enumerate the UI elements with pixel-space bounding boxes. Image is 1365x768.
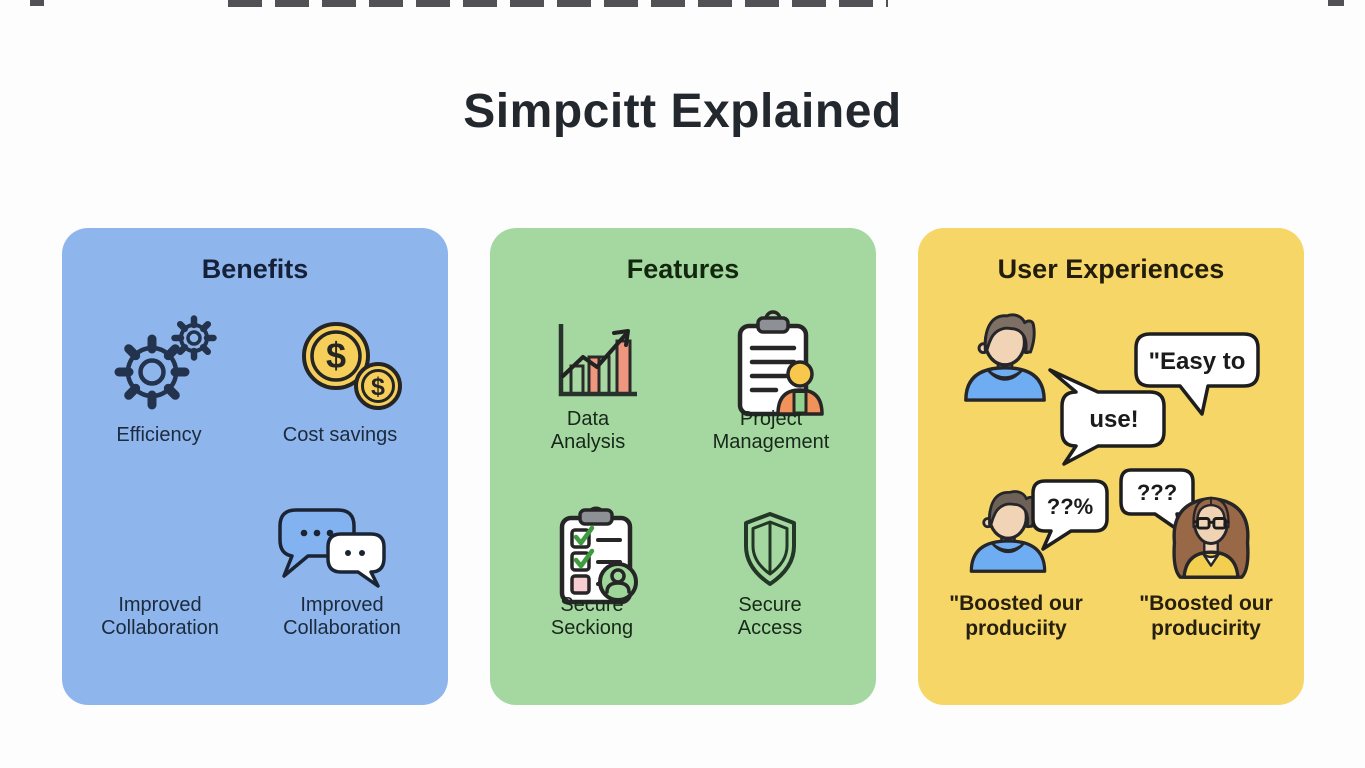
experiences-panel-title: User Experiences xyxy=(997,254,1225,284)
feature-label-secure-seckiong: Secure Seckiong xyxy=(550,594,634,640)
svg-text:"Easy to: "Easy to xyxy=(1149,348,1246,375)
feature-label-project-management: Project Management xyxy=(712,408,830,454)
clipboard-person-icon xyxy=(737,310,824,417)
clipped-text-artifact xyxy=(228,0,888,7)
gears-icon xyxy=(114,315,217,410)
bar-chart-icon xyxy=(558,324,637,397)
man-avatar-icon xyxy=(964,313,1046,402)
benefit-label-cost-savings: Cost savings xyxy=(282,424,398,446)
woman-avatar-icon xyxy=(1172,496,1250,579)
coins-icon: $ $ xyxy=(302,322,402,410)
benefits-panel-title: Benefits xyxy=(201,254,309,284)
clipped-glyph-artifact xyxy=(1328,0,1344,6)
benefit-label-improved-collaboration-1: Improved Collaboration xyxy=(101,594,219,640)
benefit-label-improved-collaboration-2: Improved Collaboration xyxy=(283,594,401,640)
speech-bubbles-icon xyxy=(278,508,386,588)
clipped-glyph-artifact xyxy=(30,0,44,6)
features-panel: Features Data Analysis Project Managemen… xyxy=(490,228,876,705)
feature-label-data-analysis: Data Analysis xyxy=(550,408,626,454)
svg-text:use!: use! xyxy=(1089,406,1138,433)
quote-boosted-productivity-2: "Boosted our producirity xyxy=(1139,592,1273,640)
benefits-panel: Benefits Efficiency xyxy=(62,228,448,705)
svg-text:$: $ xyxy=(371,373,385,401)
quote-boosted-productivity-1: "Boosted our produciity xyxy=(949,592,1083,640)
man-avatar-icon xyxy=(969,490,1047,573)
speech-bubble-percent: ??% xyxy=(1031,479,1109,551)
page-title: Simpcitt Explained xyxy=(463,85,902,138)
feature-label-secure-access: Secure Access xyxy=(737,594,803,640)
svg-text:???: ??? xyxy=(1137,480,1177,505)
user-experiences-panel: User Experiences "Easy to use! xyxy=(918,228,1304,705)
features-panel-title: Features xyxy=(626,254,740,284)
benefit-label-efficiency: Efficiency xyxy=(116,424,202,446)
svg-text:??%: ??% xyxy=(1047,494,1093,519)
checklist-icon xyxy=(559,506,638,605)
speech-bubble-easy-to: "Easy to xyxy=(1134,332,1260,416)
speech-bubble-use: use! xyxy=(1048,368,1166,466)
svg-text:$: $ xyxy=(326,335,346,376)
shield-icon xyxy=(744,512,796,586)
